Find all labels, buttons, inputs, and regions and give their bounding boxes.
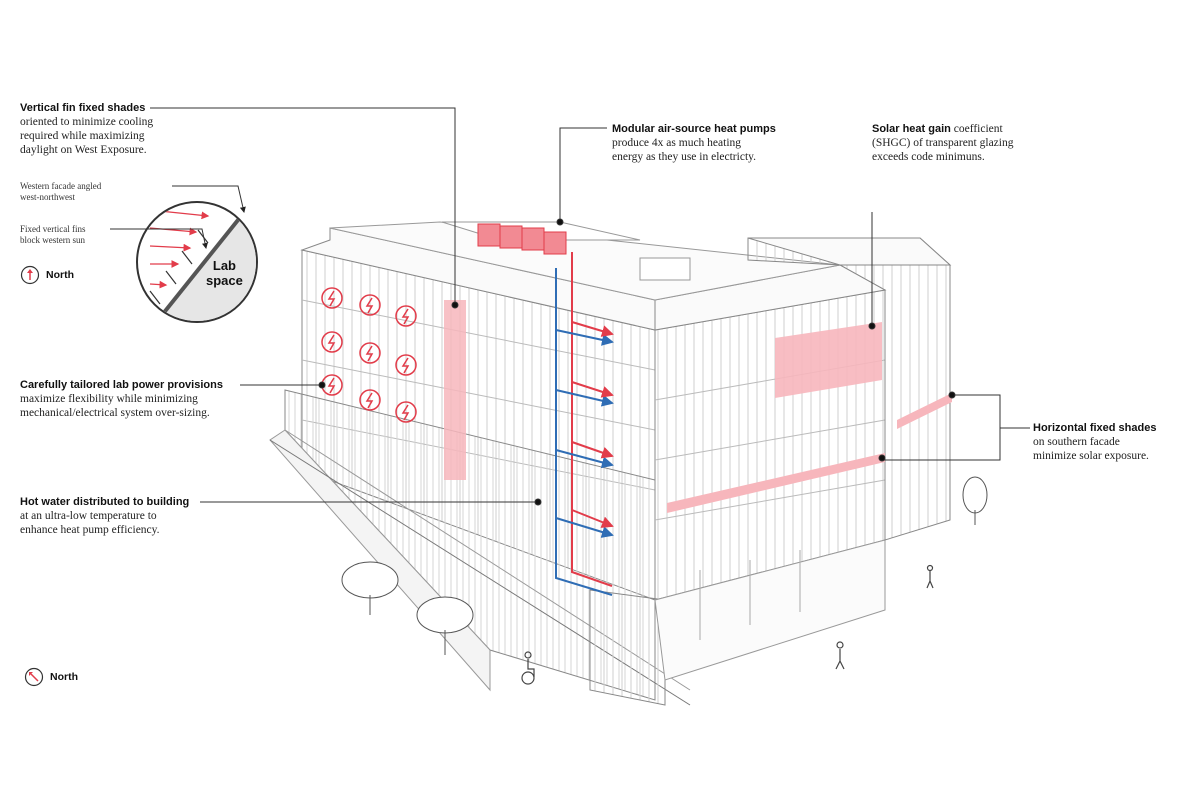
callout-title: Solar heat gain: [872, 123, 951, 135]
north-label: North: [50, 671, 78, 683]
callout-body-line: exceeds code minimuns.: [872, 151, 985, 163]
callout-leaders: [150, 107, 1030, 506]
callout-body-line: at an ultra-low temperature to: [20, 510, 157, 522]
glazing-highlight: [775, 322, 882, 398]
roof-equipment: [441, 221, 691, 281]
power-outlet-icon: [321, 287, 343, 309]
power-outlet-icon: [395, 401, 417, 423]
pedestrian-icon: [926, 564, 934, 589]
power-outlet-icon: [395, 354, 417, 376]
power-outlet-icon: [359, 342, 381, 364]
north-label: North: [46, 269, 74, 281]
horizontal-shade-highlight-east: [897, 393, 952, 429]
power-outlet-icon: [359, 294, 381, 316]
north-indicator-main: North: [24, 667, 78, 687]
inset-label-western-facade: Western facade angled west-northwest: [20, 181, 102, 202]
callout-heat-pumps: Modular air-source heat pumps produce 4x…: [612, 122, 832, 164]
inset-detail: [136, 201, 258, 323]
horizontal-shade-highlight: [667, 453, 885, 513]
pedestrian-icon: [835, 641, 845, 670]
east-wing: [747, 237, 952, 541]
hot-water-pipes: [555, 252, 614, 596]
callout-solar-heat-gain: Solar heat gain coefficient (SHGC) of tr…: [872, 122, 1092, 164]
callout-vertical-fins: Vertical fin fixed shades oriented to mi…: [20, 101, 220, 157]
callout-body-line: daylight on West Exposure.: [20, 144, 147, 156]
north-arrow-icon: [24, 667, 44, 687]
callout-title: Carefully tailored lab power provisions: [20, 379, 223, 391]
callout-title-rest: coefficient: [950, 123, 1003, 135]
inset-label-fixed-fins: Fixed vertical fins block western sun: [20, 224, 86, 245]
wheelchair-user-icon: [521, 651, 535, 685]
callout-body-line: energy as they use in electricty.: [612, 151, 757, 163]
callout-body-line: enhance heat pump efficiency.: [20, 524, 160, 536]
callout-title: Modular air-source heat pumps: [612, 123, 776, 135]
callout-body-line: maximize flexibility while minimizing: [20, 393, 198, 405]
callout-title: Horizontal fixed shades: [1033, 422, 1157, 434]
callout-body-line: on southern facade: [1033, 436, 1120, 448]
callout-hot-water: Hot water distributed to building at an …: [20, 495, 220, 537]
callout-body-line: oriented to minimize cooling: [20, 116, 154, 128]
tree-icon: [416, 596, 474, 655]
power-outlet-icons: [321, 287, 417, 423]
north-arrow-icon: [20, 265, 40, 285]
callout-horizontal-shades: Horizontal fixed shades on southern faca…: [1033, 421, 1193, 463]
inset-label-lab-space: Lab space: [206, 258, 243, 288]
callout-body-line: (SHGC) of transparent glazing: [872, 137, 1014, 149]
callout-title: Vertical fin fixed shades: [20, 102, 146, 114]
heat-pump-units: [477, 223, 567, 255]
vertical-fin-highlight: [444, 300, 466, 480]
power-outlet-icon: [321, 331, 343, 353]
callout-body-line: minimize solar exposure.: [1033, 450, 1149, 462]
tree-icon: [962, 476, 988, 525]
callout-title: Hot water distributed to building: [20, 496, 190, 508]
callout-body-line: mechanical/electrical system over-sizing…: [20, 407, 210, 419]
power-outlet-icon: [359, 389, 381, 411]
callout-body-line: required while maximizing: [20, 130, 145, 142]
podium: [269, 389, 691, 706]
tree-icon: [341, 561, 399, 615]
callout-body-line: produce 4x as much heating: [612, 137, 742, 149]
power-outlet-icon: [395, 305, 417, 327]
callout-lab-power: Carefully tailored lab power provisions …: [20, 378, 260, 420]
north-indicator-inset: North: [20, 265, 74, 285]
south-facade: [329, 221, 887, 681]
inset-leaders: [110, 185, 246, 249]
